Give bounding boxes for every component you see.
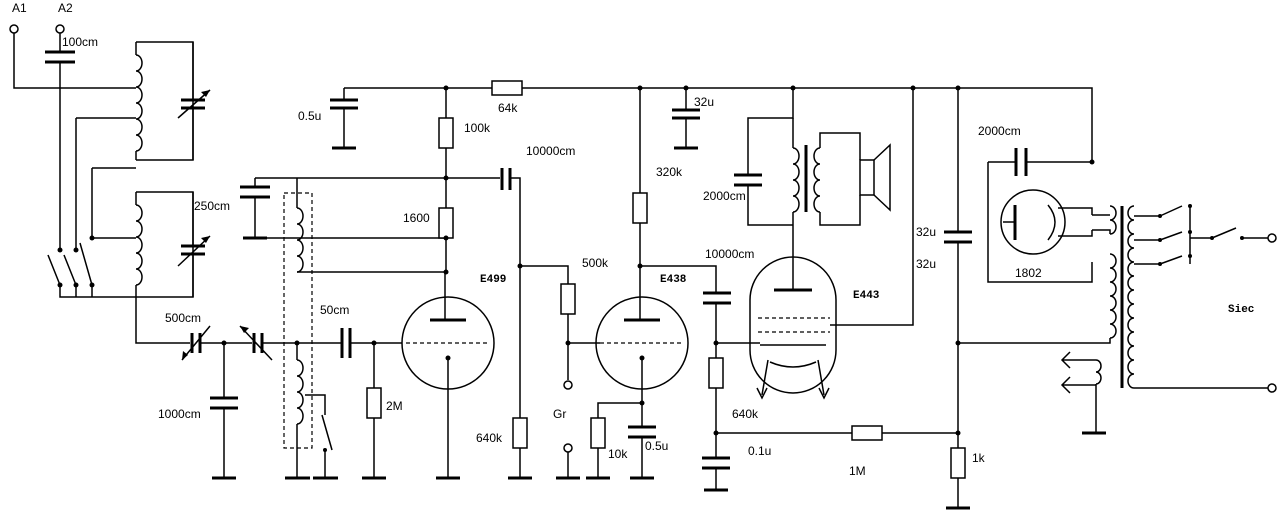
label-grid-cap: 50cm bbox=[320, 303, 349, 317]
label-plate-coupling-cap: 10000cm bbox=[526, 144, 575, 158]
label-tuner-coupling-cap: 250cm bbox=[194, 199, 230, 213]
coupling-capacitor-250 bbox=[240, 185, 270, 240]
lower-tuning-coil bbox=[135, 204, 143, 286]
label-supply-series: 64k bbox=[498, 101, 518, 115]
label-grid-leak: 2M bbox=[386, 399, 403, 413]
plate-coupling-capacitor bbox=[500, 168, 512, 190]
rectifier-heater-winding bbox=[1109, 205, 1117, 339]
label-supply-filter-cap: 32u bbox=[694, 95, 714, 109]
label-reaction-cap-b: 1000cm bbox=[158, 407, 201, 421]
label-input-filter-cap: 0.5u bbox=[298, 109, 321, 123]
label-tube-e499: E499 bbox=[480, 274, 506, 286]
label-feedback-resistor: 1M bbox=[849, 464, 866, 478]
feedback-resistor bbox=[851, 425, 883, 441]
tap-arrows[interactable] bbox=[1060, 351, 1096, 394]
label-rectifier-cap: 2000cm bbox=[978, 124, 1021, 138]
antenna-terminal-a2[interactable] bbox=[55, 24, 65, 34]
loudspeaker-icon bbox=[859, 143, 891, 212]
reaction-switch[interactable] bbox=[305, 394, 333, 478]
plate-load-resistor-100k bbox=[438, 117, 454, 149]
cathode-resistor bbox=[590, 417, 606, 449]
label-output-grid-resistor: 640k bbox=[732, 407, 759, 421]
tube-e443 bbox=[749, 256, 837, 400]
label-screen-filter-cap: 32u bbox=[916, 225, 936, 239]
band-switch[interactable] bbox=[47, 235, 136, 298]
volume-potentiometer[interactable] bbox=[560, 283, 576, 315]
label-speaker-shunt-cap: 2000cm bbox=[703, 189, 746, 203]
input-filter-capacitor bbox=[330, 98, 358, 150]
filament-winding bbox=[1095, 359, 1102, 385]
power-switch[interactable] bbox=[1210, 227, 1268, 240]
plate-load-resistor-320k bbox=[632, 192, 648, 224]
label-supply-main-cap: 32u bbox=[916, 257, 936, 271]
output-grid-resistor bbox=[708, 357, 724, 389]
label-bias-resistor: 1k bbox=[972, 451, 986, 465]
mains-transformer bbox=[1120, 205, 1135, 389]
cathode-bypass-capacitor bbox=[628, 425, 656, 480]
output-bypass-capacitor bbox=[702, 456, 730, 492]
upper-variable-capacitor bbox=[177, 89, 211, 119]
label-output-coupling-cap: 10000cm bbox=[705, 247, 754, 261]
label-tube-e438: E438 bbox=[660, 274, 687, 286]
label-output-bypass-cap: 0.1u bbox=[748, 444, 771, 458]
grid-leak-resistor bbox=[366, 387, 382, 419]
label-plate-load-2: 1600 bbox=[403, 211, 430, 225]
reaction-capacitor-1000 bbox=[210, 396, 238, 480]
output-coupling-capacitor bbox=[703, 291, 731, 305]
label-bias-leak: 640k bbox=[476, 431, 503, 445]
mains-terminal[interactable] bbox=[1267, 233, 1277, 393]
supply-series-resistor bbox=[491, 80, 523, 96]
grid-capacitor bbox=[340, 328, 352, 358]
upper-tuning-coil bbox=[135, 54, 143, 152]
label-plate-load-1: 100k bbox=[464, 121, 491, 135]
output-transformer bbox=[792, 145, 821, 213]
lower-variable-capacitor bbox=[177, 235, 211, 267]
label-volume-pot: 500k bbox=[582, 256, 609, 270]
reaction-coil-lower bbox=[296, 359, 304, 425]
label-antenna-2: A2 bbox=[58, 1, 73, 15]
label-ground: Gr bbox=[553, 407, 566, 421]
label-cathode-resistor: 10k bbox=[608, 447, 628, 461]
plate-load-resistor-1600 bbox=[438, 207, 454, 239]
label-cathode-bypass-cap: 0.5u bbox=[645, 439, 668, 453]
rectifier-capacitor bbox=[1014, 148, 1028, 176]
speaker-shunt-capacitor bbox=[734, 173, 762, 187]
label-mains: Siec bbox=[1228, 304, 1254, 316]
label-rectifier-tube: 1802 bbox=[1015, 266, 1042, 280]
reaction-coil-upper bbox=[296, 207, 304, 273]
antenna-terminal-a1[interactable] bbox=[9, 24, 19, 34]
bias-leak-resistor bbox=[512, 417, 528, 449]
label-tube-e443: E443 bbox=[853, 290, 880, 302]
label-antenna-cap: 100cm bbox=[62, 35, 98, 49]
bias-resistor bbox=[950, 447, 966, 479]
voltage-selector-switch[interactable] bbox=[1134, 204, 1212, 266]
label-plate-load-3: 320k bbox=[656, 165, 683, 179]
supply-filter-capacitor bbox=[672, 108, 700, 150]
rectifier-tube bbox=[1000, 189, 1093, 255]
antenna-capacitor bbox=[45, 50, 75, 64]
label-antenna-1: A1 bbox=[12, 1, 27, 15]
label-reaction-cap-a: 500cm bbox=[165, 311, 201, 325]
supply-main-capacitor bbox=[944, 230, 972, 244]
